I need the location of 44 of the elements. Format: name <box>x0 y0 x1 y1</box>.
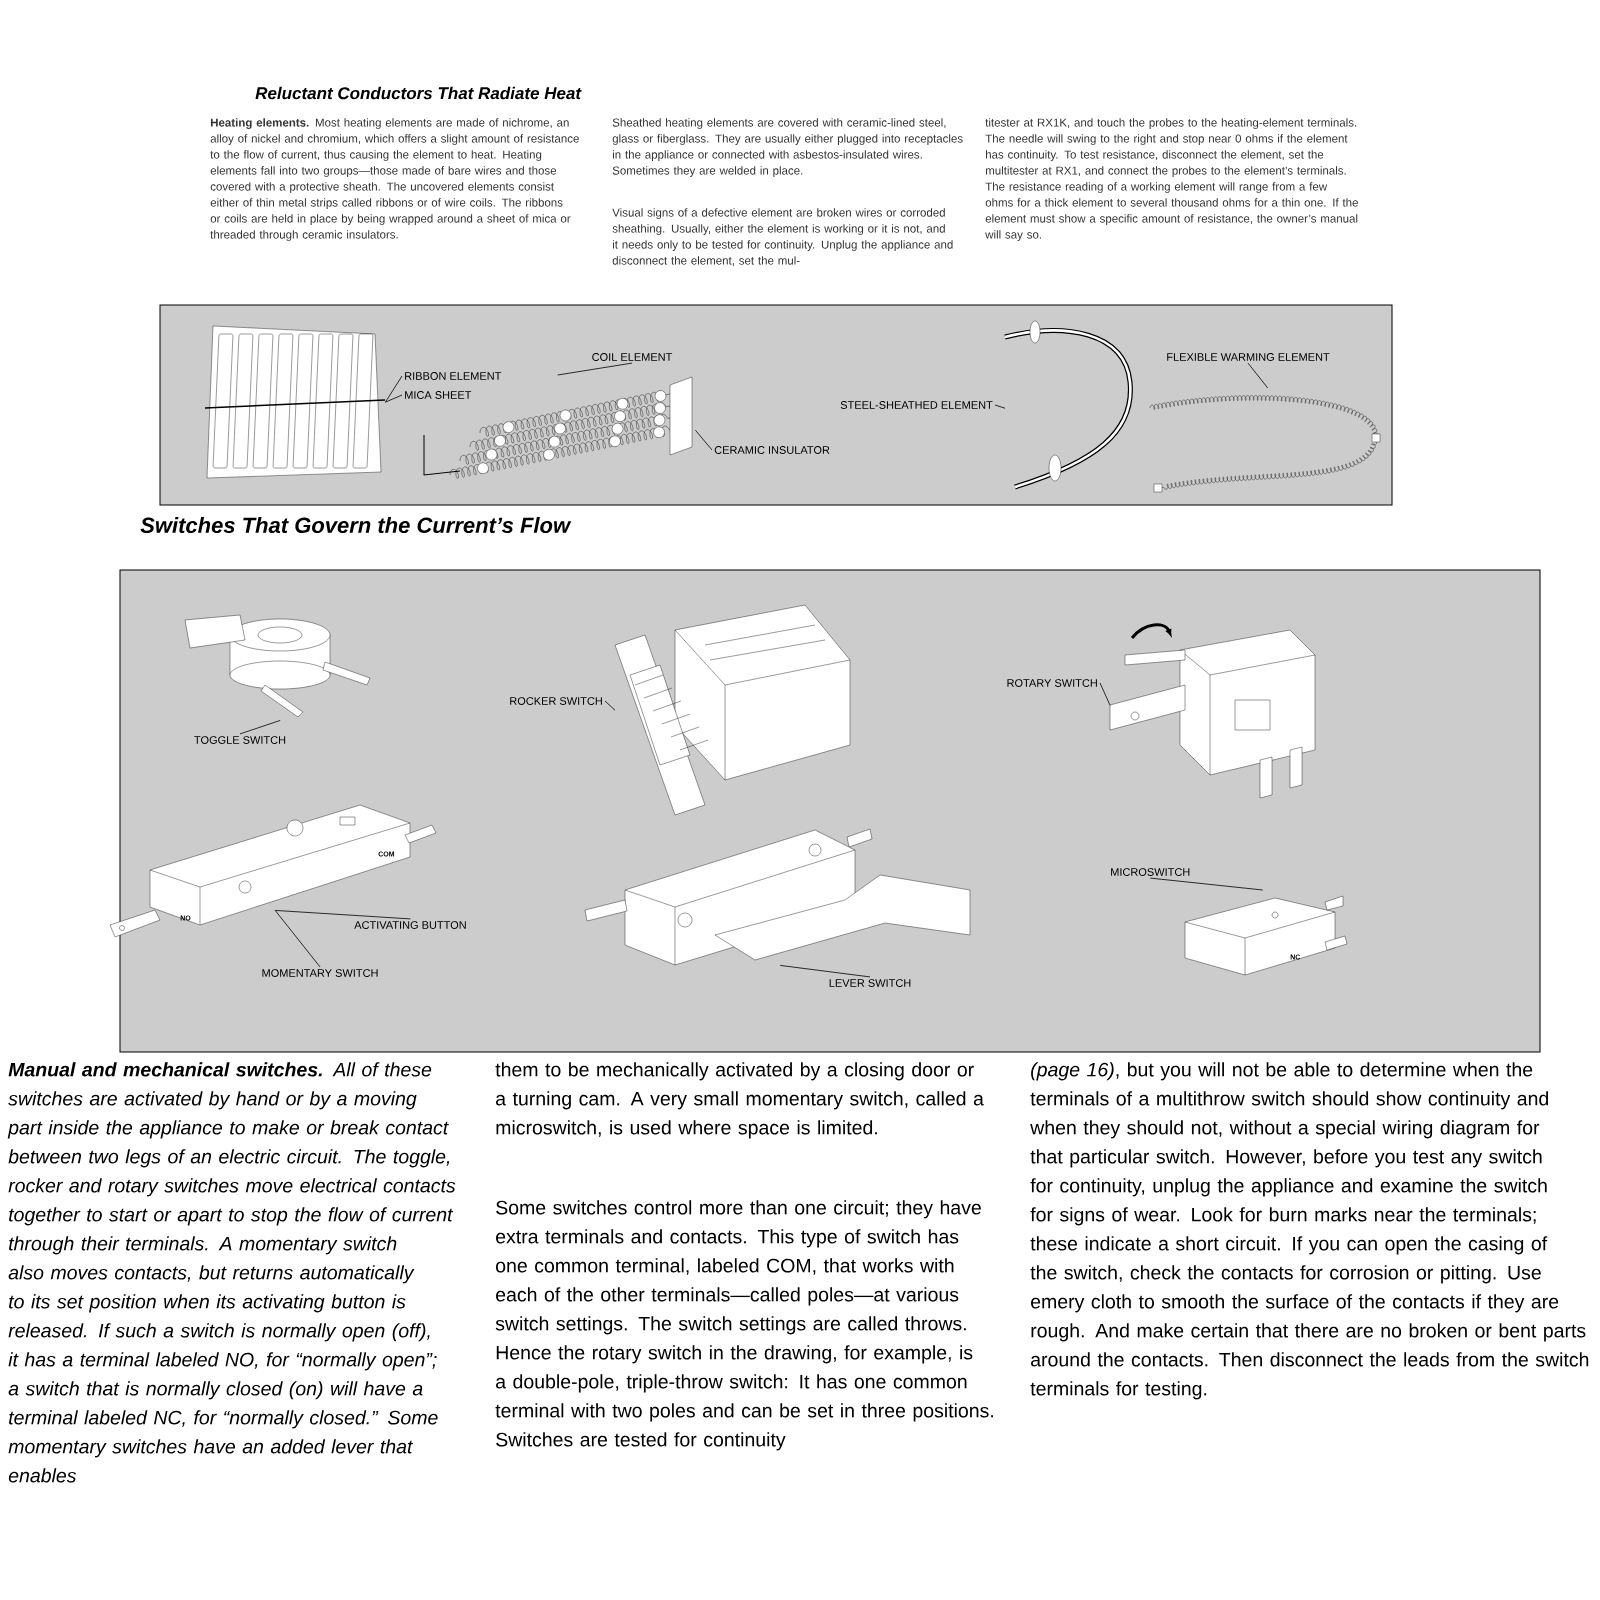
ribbon-element-drawing <box>204 325 386 479</box>
body-text: titester at RX1K, and touch the probes to the heating-element terminals. The needle will swing to the right and stop near 0 ohms if the element has continuity. To test resistance, disconnect the element, set the multitester at RX1, and connect the probes to the element’s terminals. The resistance reading of a working element will range from a few ohms for a thick element to several thousand ohms for a thin one. If the element must show a specific amount of resistance, the owner’s manual will say so. <box>985 118 1358 241</box>
section-heading: Switches That Govern the Current’s Flow <box>140 516 572 534</box>
leader-line <box>239 720 281 735</box>
leader-line <box>779 965 871 978</box>
body-text: Manual and mechanical switches. All of these switches are activated by hand or by a moving part inside the appliance to make or break contact between two legs of an electric circuit. The toggle, rocker and rotary switches move electrical contacts together to start or apart to stop the flow of current through their terminals. A momentary switch also moves contacts, but returns automatically to its set position when its activating button is released. If such a switch is normally open (off), it has a terminal labeled NO, for “normally open”; a switch that is normally closed (on) will have a terminal labeled NC, for “normally closed.” Some momentary switches have an added lever that enables <box>7 1062 456 1483</box>
part-label: CERAMIC INSULATOR <box>714 446 830 454</box>
lever-switch-drawing <box>584 828 971 966</box>
part-label: COIL ELEMENT <box>592 353 673 361</box>
part-label: FLEXIBLE WARMING ELEMENT <box>1167 353 1330 361</box>
leader-line <box>604 700 616 711</box>
part-label: ROTARY SWITCH <box>1007 679 1097 687</box>
body-text: Some switches control more than one circuit; they have extra terminals and contacts. This type of switch has one common terminal, labeled COM, that works with each of the other terminals—called poles—at various switch settings. The switch settings are called throws. Hence the rotary switch in the drawing, for example, is a double-pole, triple-throw switch: It has one common terminal with two poles and can be set in three positions. Switches are tested for continuity <box>495 1200 993 1451</box>
part-label: LEVER SWITCH <box>829 979 911 987</box>
toggle-switch-drawing <box>184 614 371 718</box>
body-text: Sheathed heating elements are covered with ceramic-lined steel, glass or fiberglass. They are usually either plugged into receptacles in the appliance or connected with asbestos-insulated wires. Sometimes they are welded in place. <box>612 118 963 177</box>
part-label: MICA SHEET <box>405 391 472 399</box>
leader-line <box>385 394 403 403</box>
body-text: Visual signs of a defective element are broken wires or corroded sheathing. Usually, either the element is working or it is not, and it needs only to be tested for continuity. Unplug the appliance and disconnect the element, set the mul- <box>612 208 953 266</box>
leader-line <box>1149 877 1264 891</box>
part-label: ACTIVATING BUTTON <box>354 921 466 929</box>
leader-line <box>695 429 713 451</box>
flexible-element-drawing <box>1149 395 1381 493</box>
body-text: them to be mechanically activated by a closing door or a turning cam. A very small momentary switch, called a microswitch, is used where space is limited. <box>495 1062 984 1139</box>
leader-line <box>994 404 1006 409</box>
leader-line <box>1247 362 1269 389</box>
body-text: (page 16), but you will not be able to determine when the terminals of a multithrow switch should show continuity and when they should not, without a special wiring diagram for that particular switch. However, before you test any switch for continuity, unplug the appliance and examine the switch for signs of wear. Look for burn marks near the terminals; these indicate a short circuit. If you can open the casing of the switch, check the contacts for corrosion or pitting. Use emery cloth to smooth the surface of the contacts if they are rough. And make certain that there are no broken or bent parts around the contacts. Then disconnect the leads from the switch terminals for testing. <box>1030 1062 1589 1400</box>
microswitch-drawing <box>1184 895 1348 976</box>
leader-line <box>385 375 403 403</box>
rotary-switch-drawing <box>1109 623 1316 799</box>
part-label: TOGGLE SWITCH <box>194 736 286 744</box>
leader-line <box>274 910 321 968</box>
part-label: ROCKER SWITCH <box>510 697 602 705</box>
leader-line <box>557 362 633 376</box>
leader-line <box>1099 682 1111 706</box>
part-label: RIBBON ELEMENT <box>405 372 502 380</box>
leader-line <box>274 910 411 920</box>
page-title: Reluctant Conductors That Radiate Heat <box>255 86 582 100</box>
body-text: Heating elements. Most heating elements are made of nichrome, an alloy of nickel and chromium, which offers a slight amount of resistance to the flow of current, thus causing the element to heat. Heating elements fall into two groups—those made of bare wires and those covered with a protective sheath. The uncovered elements consist either of thin metal strips called ribbons or of wire coils. The ribbons or coils are held in place by being wrapped around a sheet of mica or threaded through ceramic insulators. <box>210 118 579 241</box>
steel-sheathed-element-drawing <box>1004 320 1133 490</box>
part-label: MOMENTARY SWITCH <box>262 969 378 977</box>
part-label: MICROSWITCH <box>1111 868 1190 876</box>
part-label: STEEL-SHEATHED ELEMENT <box>840 401 993 409</box>
rocker-switch-drawing <box>614 604 851 816</box>
